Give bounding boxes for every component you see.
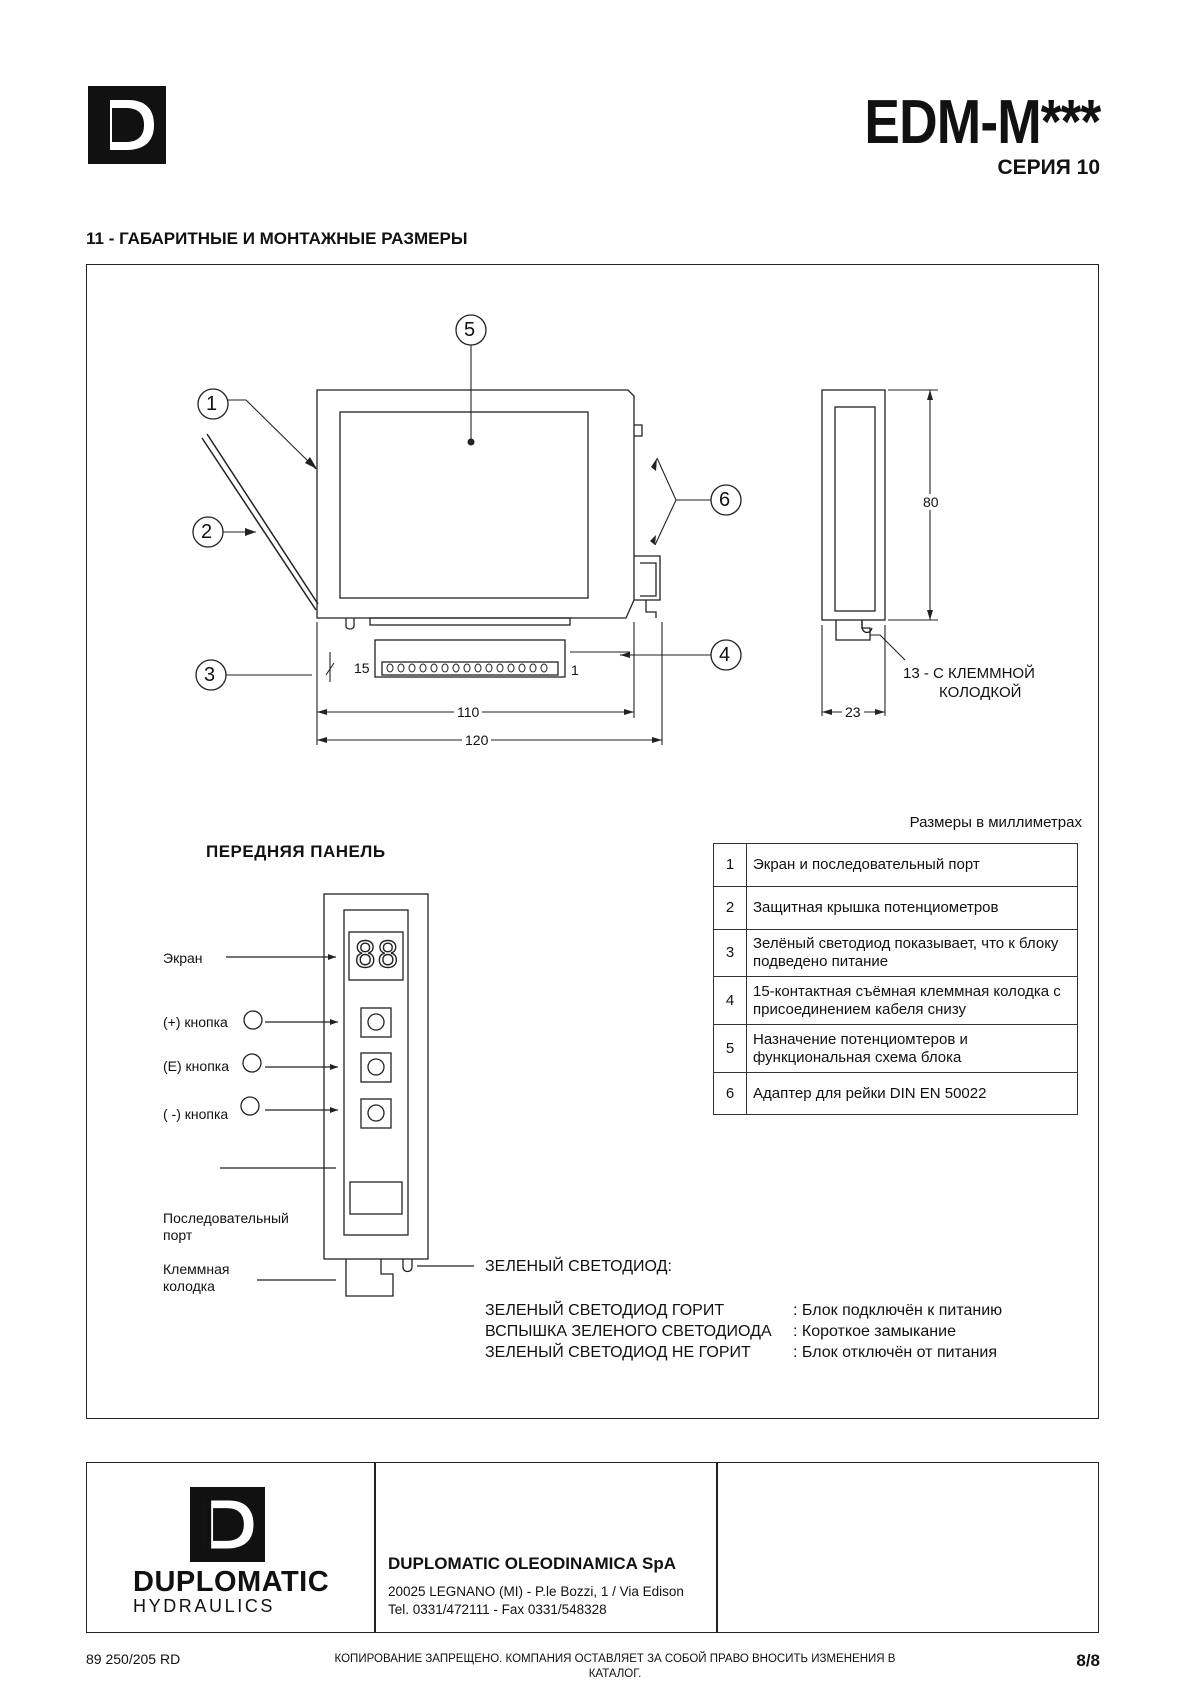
dimension-110: 110 xyxy=(454,704,483,720)
led-meaning: : Блок подключён к питанию xyxy=(793,1302,1003,1319)
duplomatic-logo-icon xyxy=(190,1487,265,1562)
legend-row: 1 Экран и последовательный порт xyxy=(713,843,1078,887)
led-state: ЗЕЛЕНЫЙ СВЕТОДИОД НЕ ГОРИТ xyxy=(485,1344,751,1361)
document-number: 89 250/205 RD xyxy=(86,1651,181,1667)
side-note-line2: КОЛОДКОЙ xyxy=(939,684,1022,701)
green-led-title: ЗЕЛЕНЫЙ СВЕТОДИОД: xyxy=(485,1258,672,1275)
legend-row: 5 Назначение потенциомтеров и функционал… xyxy=(713,1024,1078,1073)
led-meaning: : Блок отключён от питания xyxy=(793,1344,998,1361)
model-title: EDM-M*** xyxy=(863,88,1101,157)
callout-4: 4 xyxy=(719,644,731,666)
plus-button-label: (+) кнопка xyxy=(163,1014,228,1030)
terminal-1-label: 1 xyxy=(571,662,579,678)
dimension-23: 23 xyxy=(842,704,864,720)
footer-divider xyxy=(374,1462,376,1633)
serial-port-label-1: Последовательный xyxy=(163,1210,289,1226)
legend-row: 4 15-контактная съёмная клеммная колодка… xyxy=(713,976,1078,1025)
address-line: 20025 LEGNANO (MI) - P.le Bozzi, 1 / Via… xyxy=(388,1584,684,1599)
company-name: DUPLOMATIC OLEODINAMICA SpA xyxy=(388,1554,677,1573)
callout-6: 6 xyxy=(719,489,731,511)
callout-1: 1 xyxy=(206,393,218,415)
legend-row: 3 Зелёный светодиод показывает, что к бл… xyxy=(713,929,1078,977)
legend-num: 3 xyxy=(713,929,747,977)
side-note-line1: 13 - С КЛЕММНОЙ xyxy=(903,665,1035,682)
legend-text: 15-контактная съёмная клеммная колодка с… xyxy=(746,976,1078,1025)
duplomatic-logo-icon xyxy=(88,86,166,164)
led-meaning: : Короткое замыкание xyxy=(793,1323,956,1340)
legend-row: 2 Защитная крышка потенциометров xyxy=(713,886,1078,930)
legend-text: Экран и последовательный порт xyxy=(746,843,1078,887)
callout-2: 2 xyxy=(201,521,213,543)
callout-5: 5 xyxy=(464,319,476,341)
units-note: Размеры в миллиметрах xyxy=(909,814,1082,831)
legend-row: 6 Адаптер для рейки DIN EN 50022 xyxy=(713,1072,1078,1115)
legend-num: 6 xyxy=(713,1072,747,1115)
legend-text: Зелёный светодиод показывает, что к блок… xyxy=(746,929,1078,977)
green-led-states: ЗЕЛЕНЫЙ СВЕТОДИОД ГОРИТ : Блок подключён… xyxy=(485,1300,1002,1363)
terminal-15-label: 15 xyxy=(354,660,370,676)
footer-divider xyxy=(716,1462,718,1633)
led-state: ЗЕЛЕНЫЙ СВЕТОДИОД ГОРИТ xyxy=(485,1302,725,1319)
front-panel-title: ПЕРЕДНЯЯ ПАНЕЛЬ xyxy=(206,842,386,861)
legend-num: 1 xyxy=(713,843,747,887)
dimension-120: 120 xyxy=(462,732,492,748)
led-state: ВСПЫШКА ЗЕЛЕНОГО СВЕТОДИОДА xyxy=(485,1323,772,1340)
legend-text: Назначение потенциомтеров и функциональн… xyxy=(746,1024,1078,1073)
minus-button-label: ( -) кнопка xyxy=(163,1106,229,1122)
brand-name: DUPLOMATIC xyxy=(133,1566,330,1598)
series-label: СЕРИЯ 10 xyxy=(997,156,1100,179)
brand-subtitle: HYDRAULICS xyxy=(133,1596,276,1616)
e-button-label: (E) кнопка xyxy=(163,1058,229,1074)
drawing-frame xyxy=(86,264,1099,1419)
page-number: 8/8 xyxy=(1076,1651,1100,1670)
led-state-row: ЗЕЛЕНЫЙ СВЕТОДИОД НЕ ГОРИТ : Блок отключ… xyxy=(485,1342,1002,1363)
callout-3: 3 xyxy=(204,664,216,686)
legend-num: 4 xyxy=(713,976,747,1025)
footer-box xyxy=(86,1462,1099,1633)
legend-num: 5 xyxy=(713,1024,747,1073)
dimension-80: 80 xyxy=(920,494,942,510)
serial-port-label-2: порт xyxy=(163,1227,193,1243)
led-state-row: ВСПЫШКА ЗЕЛЕНОГО СВЕТОДИОДА : Короткое з… xyxy=(485,1321,1002,1342)
company-address: 20025 LEGNANO (MI) - P.le Bozzi, 1 / Via… xyxy=(388,1583,684,1619)
legend-num: 2 xyxy=(713,886,747,930)
copyright-notice: КОПИРОВАНИЕ ЗАПРЕЩЕНО. КОМПАНИЯ ОСТАВЛЯЕ… xyxy=(334,1653,896,1680)
seven-segment-display: 88 xyxy=(354,934,400,976)
phone-line: Tel. 0331/472111 - Fax 0331/548328 xyxy=(388,1602,607,1617)
terminal-label-2: колодка xyxy=(163,1278,215,1294)
led-state-row: ЗЕЛЕНЫЙ СВЕТОДИОД ГОРИТ : Блок подключён… xyxy=(485,1300,1002,1321)
legend-text: Защитная крышка потенциометров xyxy=(746,886,1078,930)
legend-text: Адаптер для рейки DIN EN 50022 xyxy=(746,1072,1078,1115)
section-title: 11 - ГАБАРИТНЫЕ И МОНТАЖНЫЕ РАЗМЕРЫ xyxy=(86,229,468,248)
terminal-label-1: Клеммная xyxy=(163,1261,230,1277)
legend-table: 1 Экран и последовательный порт 2 Защитн… xyxy=(713,843,1078,1115)
screen-label: Экран xyxy=(163,950,203,966)
